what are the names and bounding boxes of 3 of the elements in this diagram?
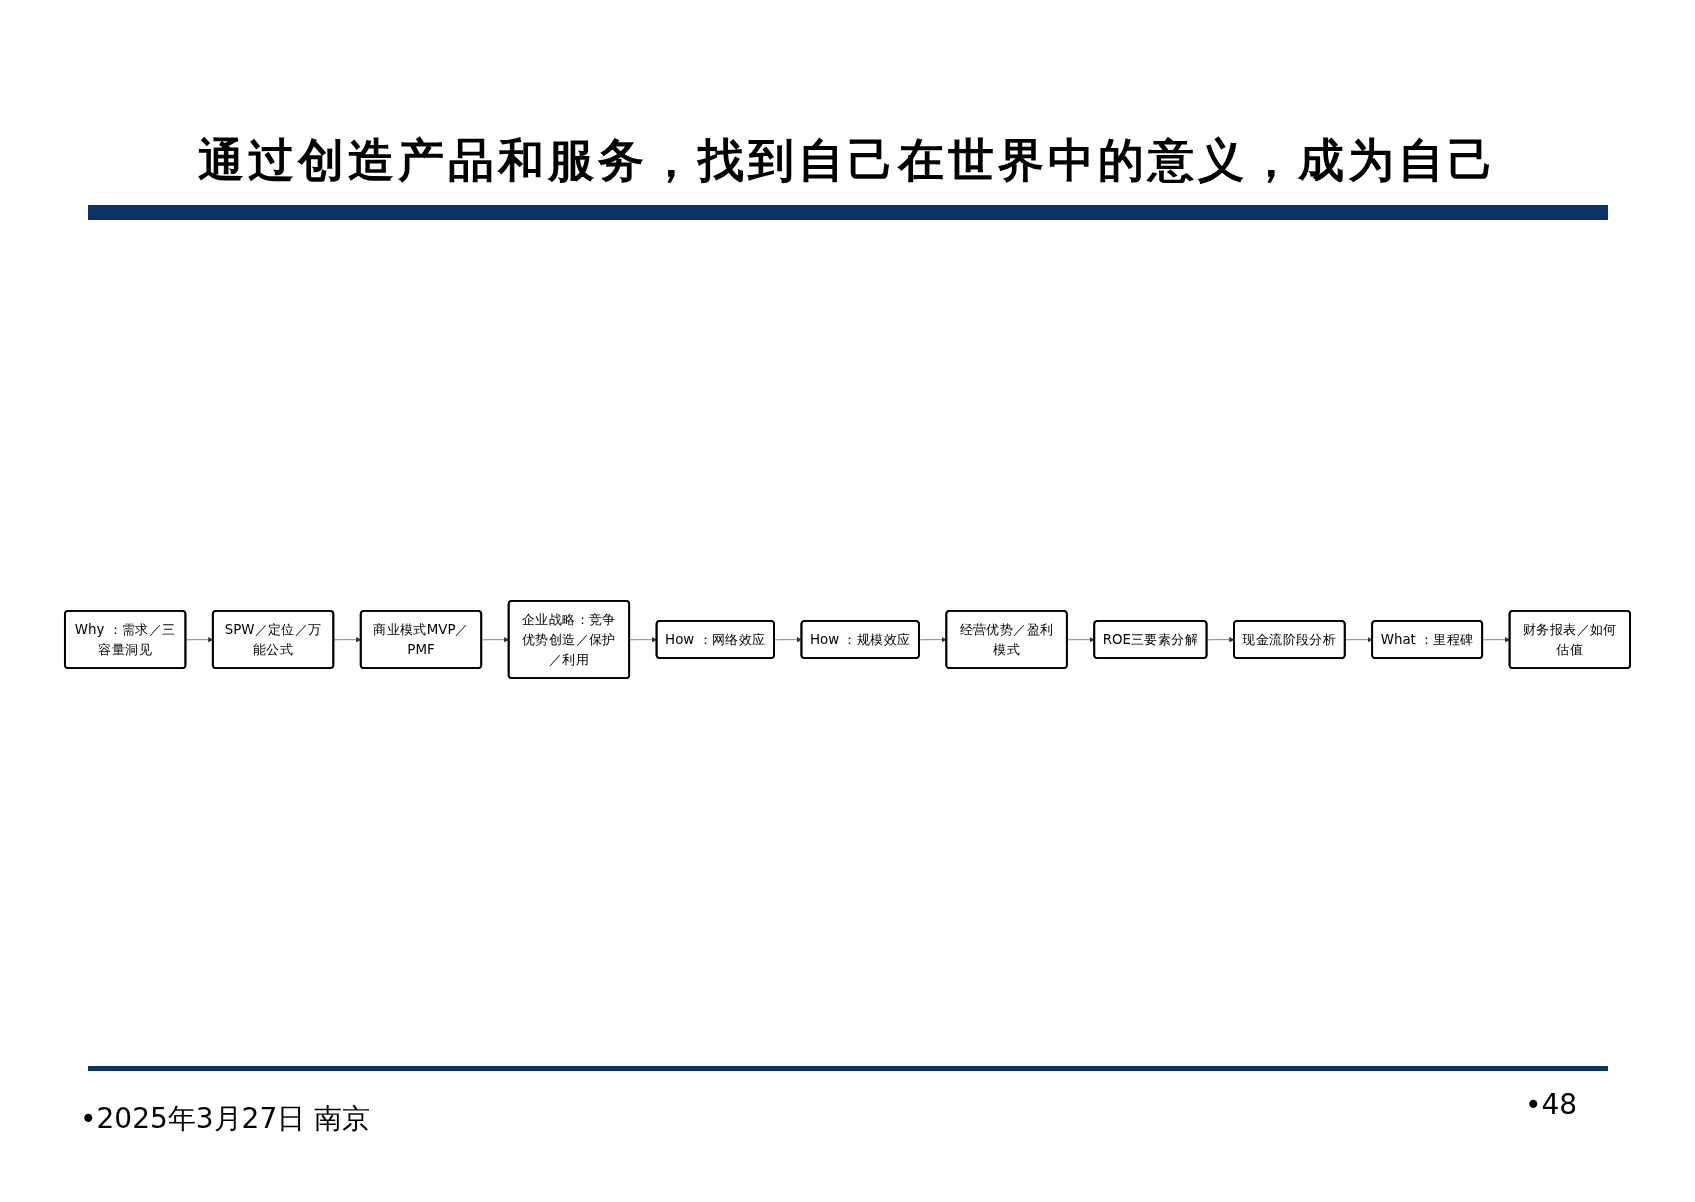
date-location-note: •2025年3月27日 南京 (80, 1101, 371, 1137)
page-number: •48 (1525, 1088, 1578, 1121)
slide-title: 通过创造产品和服务，找到自己在世界中的意义，成为自己 (196, 132, 1499, 189)
